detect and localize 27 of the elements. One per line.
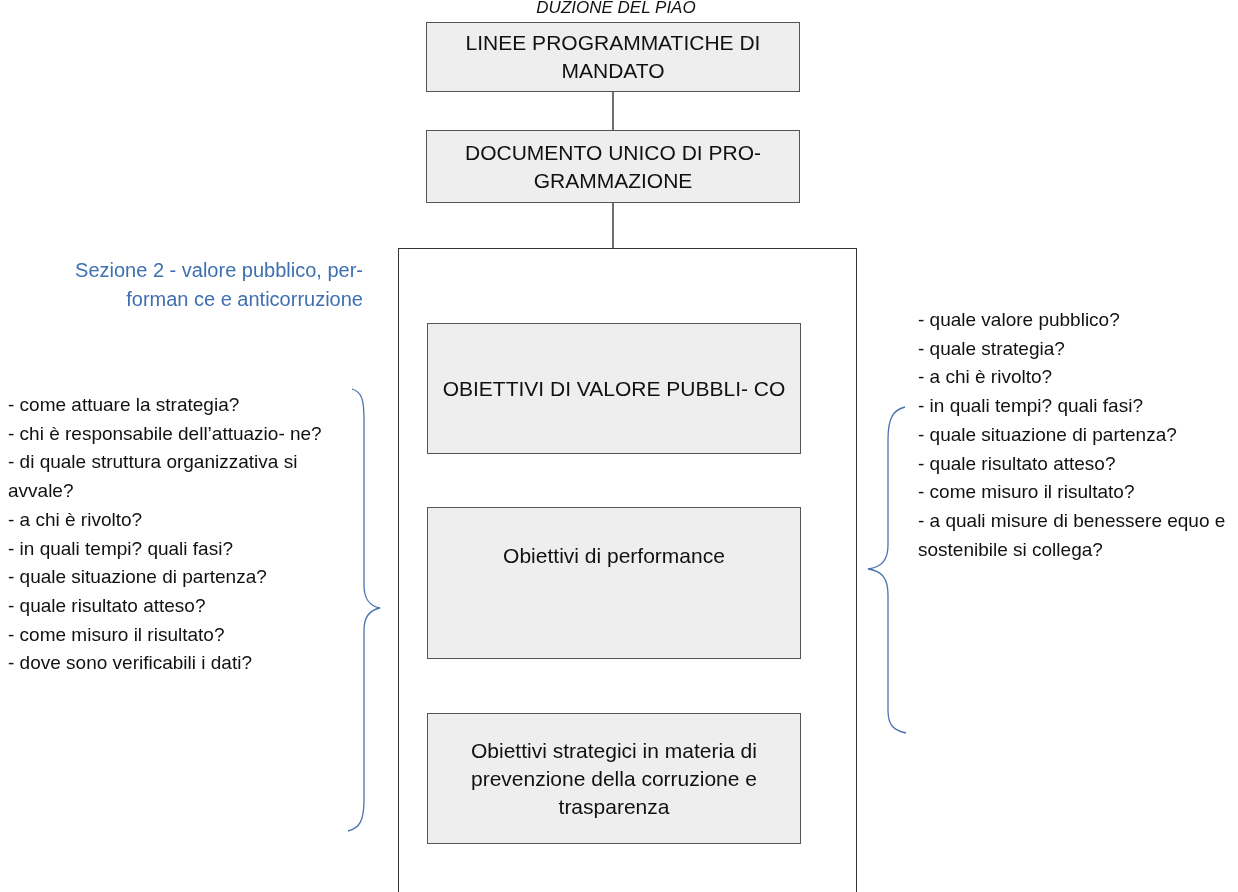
question-text: - chi è responsabile dell’attuazio- ne? [8, 421, 323, 446]
process-box: DOCUMENTO UNICO DI PRO- GRAMMAZIONE [426, 130, 800, 203]
question-text: - come attuare la strategia? [8, 393, 241, 417]
container-box [398, 248, 857, 892]
question-text: - quale risultato atteso? [918, 451, 1117, 476]
section-heading: Sezione 2 - valore pubblico, per- forman ce e anticorruzione [74, 258, 363, 312]
question-text: - a chi è rivolto? [8, 507, 144, 532]
question-text: - come misuro il risultato? [918, 480, 1136, 505]
question-text: - quale risultato atteso? [8, 593, 207, 618]
question-text: - quale situazione di partenza? [8, 565, 268, 590]
question-text: - in quali tempi? quali fasi? [8, 536, 234, 561]
title-text: DUZIONE DEL PIAO [535, 0, 697, 18]
question-text: - a quali misure di benessere equo e sostenibile si collega? [918, 508, 1227, 562]
question-text: - come misuro il risultato? [8, 622, 226, 647]
process-box: LINEE PROGRAMMATICHE DI MANDATO [426, 22, 800, 92]
question-text: - quale valore pubblico? [918, 308, 1121, 332]
question-text: - in quali tempi? quali fasi? [918, 394, 1144, 419]
question-text: - di quale struttura organizzativa si avvale? [8, 450, 299, 504]
question-text: - quale situazione di partenza? [918, 422, 1178, 447]
question-text: - a chi è rivolto? [918, 365, 1054, 390]
connector-line [612, 91, 614, 131]
question-text: - dove sono verificabili i dati? [8, 651, 253, 676]
process-box: OBIETTIVI DI VALORE PUBBLI- CO [427, 323, 801, 454]
process-box: Obiettivi di performance [427, 507, 801, 659]
connector-line [612, 202, 614, 249]
process-box: Obiettivi strategici in materia di prevenzione della corruzione e trasparenza [427, 713, 801, 844]
question-text: - quale strategia? [918, 336, 1066, 361]
